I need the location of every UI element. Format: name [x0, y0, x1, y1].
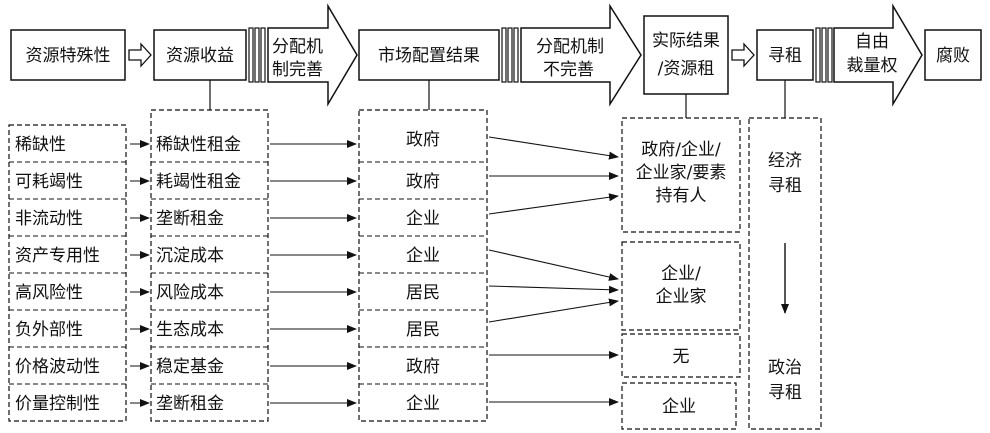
- hollow-arrow-icon: [128, 42, 152, 68]
- outcome-group-box: [621, 382, 737, 430]
- return-item: 生态成本: [156, 320, 224, 340]
- characteristics-column: [8, 124, 127, 422]
- characteristic-item: 负外部性: [15, 320, 83, 340]
- triple-bar-divider: [248, 27, 266, 83]
- market-result-label: 市场配置结果: [378, 46, 480, 66]
- outcome-group-box: [621, 241, 741, 331]
- discretion-arrow: [833, 3, 923, 107]
- hollow-arrow-icon: [731, 42, 755, 68]
- market-party-item: 企业: [406, 394, 440, 414]
- market-party-item: 居民: [406, 320, 440, 340]
- return-item: 沉淀成本: [156, 246, 224, 266]
- outcome-group-label: 企业: [662, 397, 696, 417]
- actual-result-box: [643, 15, 729, 95]
- arrows-col3-outcomes: [488, 136, 619, 406]
- outcome-group-label: 企业/: [661, 264, 701, 284]
- return-item: 风险成本: [156, 283, 224, 303]
- actual-result-label-line2: /资源租: [658, 59, 715, 79]
- resource-returns-label: 资源收益: [166, 46, 234, 66]
- actual-result-label-line1: 实际结果: [652, 31, 720, 51]
- triple-bar-divider: [815, 27, 833, 83]
- mechanism-complete-arrow: [267, 3, 358, 107]
- characteristic-item: 非流动性: [15, 209, 83, 229]
- characteristic-item: 资产专用性: [15, 246, 100, 266]
- characteristic-item: 价格波动性: [15, 357, 100, 377]
- resource-characteristics-box: [10, 29, 126, 81]
- market-party-item: 企业: [406, 209, 440, 229]
- mechanism-complete-label-line2: 制完善: [272, 60, 323, 80]
- corruption-box: [924, 29, 982, 81]
- discretion-label-line1: 自由: [855, 32, 889, 52]
- characteristic-item: 价量控制性: [15, 394, 100, 414]
- return-item: 垄断租金: [156, 394, 224, 414]
- return-item: 稳定基金: [156, 357, 224, 377]
- outcome-group-label: 持有人: [656, 186, 707, 206]
- mechanism-complete-label-line1: 分配机: [272, 37, 323, 57]
- discretion-label-line2: 裁量权: [847, 56, 898, 76]
- rent-types-box: [748, 117, 822, 430]
- economic-rent-label: 寻租: [768, 176, 802, 196]
- market-party-item: 政府: [406, 357, 440, 377]
- rent-seeking-box: [756, 29, 814, 81]
- market-party-item: 政府: [406, 172, 440, 192]
- outcome-group-box: [621, 117, 741, 233]
- small-arrows-col1-col2: [130, 140, 150, 407]
- market-party-item: 居民: [406, 283, 440, 303]
- return-item: 垄断租金: [156, 209, 224, 229]
- return-item: 耗竭性租金: [156, 172, 241, 192]
- characteristic-item: 可耗竭性: [15, 172, 83, 192]
- political-rent-label: 寻租: [768, 383, 802, 403]
- outcome-group-box: [621, 333, 741, 378]
- political-rent-label: 政治: [768, 358, 802, 378]
- corruption-label: 腐败: [936, 46, 970, 66]
- rent-seeking-label: 寻租: [768, 46, 802, 66]
- market-parties-column: [358, 109, 488, 422]
- economic-rent-label: 经济: [768, 151, 802, 171]
- market-party-item: 企业: [406, 246, 440, 266]
- mechanism-incomplete-label-line1: 分配机制: [536, 37, 604, 57]
- arrows-col2-col3: [270, 140, 357, 407]
- outcome-group-label: 企业家/要素: [636, 163, 727, 183]
- resource-returns-box: [153, 29, 247, 81]
- returns-column: [150, 109, 269, 422]
- mechanism-incomplete-arrow: [520, 3, 642, 107]
- triple-bar-divider: [501, 27, 519, 83]
- characteristic-item: 高风险性: [15, 283, 83, 303]
- characteristic-item: 稀缺性: [15, 135, 66, 155]
- market-result-box: [358, 29, 500, 81]
- market-party-item: 政府: [406, 130, 440, 150]
- outcome-group-label: 无: [673, 347, 690, 367]
- outcome-group-label: 企业家: [656, 287, 707, 307]
- mechanism-incomplete-label-line2: 不完善: [543, 60, 594, 80]
- outcome-group-label: 政府/企业/: [641, 140, 721, 160]
- return-item: 稀缺性租金: [156, 135, 241, 155]
- resource-characteristics-label: 资源特殊性: [26, 46, 111, 66]
